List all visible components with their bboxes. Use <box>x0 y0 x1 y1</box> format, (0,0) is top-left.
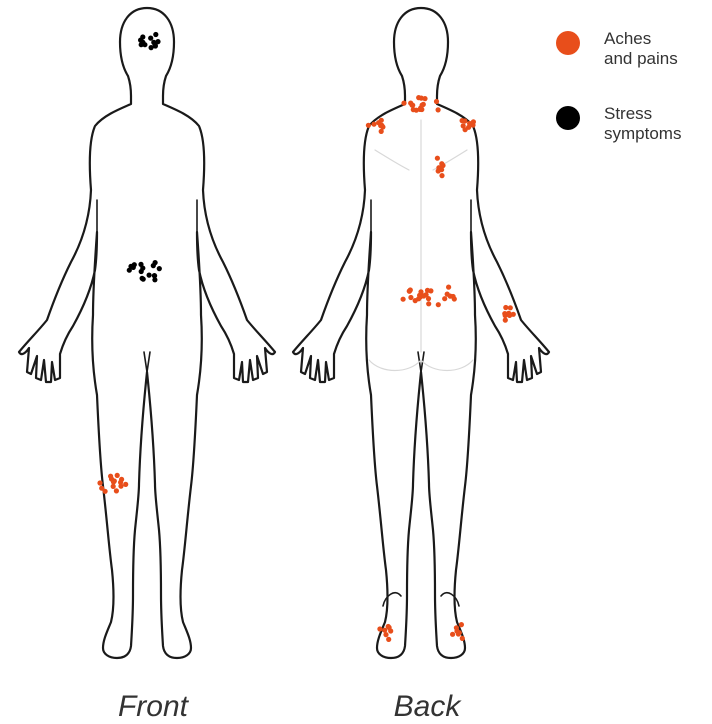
aches-symptom-dot <box>387 625 392 630</box>
aches-symptom-dot <box>115 473 120 478</box>
aches-symptom-dot <box>454 625 459 630</box>
aches-symptom-dot <box>446 285 451 290</box>
aches-symptom-dot <box>413 298 418 303</box>
aches-symptom-dot <box>459 622 464 627</box>
aches-symptom-dot <box>114 488 119 493</box>
aches-symptom-dot <box>410 103 415 108</box>
aches-symptom-dot <box>421 293 426 298</box>
stress-legend-dot <box>556 106 580 130</box>
stress-label-line1: Stress <box>604 104 652 123</box>
aches-symptom-dot <box>108 474 113 479</box>
aches-symptom-dot <box>426 301 431 306</box>
aches-symptom-dot <box>382 628 387 633</box>
front-body-outline <box>19 8 275 658</box>
aches-symptom-dot <box>366 123 371 128</box>
back-body-figure <box>293 8 549 658</box>
back-view-label: Back <box>347 690 507 724</box>
stress-symptom-dot <box>155 39 160 44</box>
aches-symptom-dot <box>471 119 476 124</box>
aches-symptom-dot <box>503 305 508 310</box>
aches-symptom-dot <box>408 295 413 300</box>
aches-symptom-dot <box>401 297 406 302</box>
aches-symptom-dot <box>435 156 440 161</box>
aches-symptom-dot <box>436 165 441 170</box>
stress-symptom-dot <box>153 32 158 37</box>
aches-symptom-dot <box>383 632 388 637</box>
aches-symptom-dot <box>442 296 447 301</box>
stress-symptom-dot <box>152 273 157 278</box>
aches-symptom-dot <box>439 173 444 178</box>
stress-label-line2: symptoms <box>604 124 681 143</box>
aches-symptom-dot <box>99 486 104 491</box>
aches-symptom-dot <box>452 296 457 301</box>
aches-symptom-dot <box>508 305 513 310</box>
aches-symptom-dot <box>457 630 462 635</box>
aches-symptom-dot <box>511 312 516 317</box>
aches-symptom-dot <box>97 480 102 485</box>
stress-symptom-dot <box>147 273 152 278</box>
stress-symptom-dot <box>127 268 132 273</box>
aches-symptom-dot <box>428 288 433 293</box>
aches-symptom-dot <box>119 477 124 482</box>
aches-symptom-dot <box>436 302 441 307</box>
stress-legend-label: Stress symptoms <box>604 104 712 144</box>
aches-symptom-dot <box>434 99 439 104</box>
aches-symptom-dot <box>503 318 508 323</box>
aches-legend-dot <box>556 31 580 55</box>
stress-symptom-dot <box>132 262 137 267</box>
front-body-figure <box>19 8 275 658</box>
aches-symptom-dot <box>450 632 455 637</box>
aches-symptom-dot <box>371 122 376 127</box>
aches-label-line2: and pains <box>604 49 678 68</box>
aches-symptom-dot <box>379 129 384 134</box>
legend-item-stress: Stress symptoms <box>556 104 712 144</box>
stress-symptom-dot <box>139 269 144 274</box>
aches-symptom-dot <box>407 289 412 294</box>
stress-symptom-dot <box>140 276 145 281</box>
aches-symptom-dot <box>386 637 391 642</box>
legend-item-aches: Aches and pains <box>556 29 712 69</box>
aches-label-line1: Aches <box>604 29 651 48</box>
stress-symptom-dot <box>157 266 162 271</box>
aches-symptom-dot <box>503 313 508 318</box>
aches-legend-label: Aches and pains <box>604 29 712 69</box>
aches-symptom-dot <box>422 96 427 101</box>
aches-symptom-dot <box>460 636 465 641</box>
stress-symptom-dot <box>148 36 153 41</box>
aches-symptom-dot <box>436 107 441 112</box>
aches-symptom-dot <box>118 484 123 489</box>
front-view-label: Front <box>73 690 233 724</box>
stress-symptom-dot <box>153 260 158 265</box>
aches-symptom-dot <box>419 107 424 112</box>
stress-symptom-dot <box>142 42 147 47</box>
aches-symptom-dot <box>411 107 416 112</box>
aches-symptom-dot <box>111 479 116 484</box>
aches-symptom-dot <box>462 118 467 123</box>
stress-symptom-dot <box>149 45 154 50</box>
aches-symptom-dot <box>401 101 406 106</box>
aches-symptom-dot <box>463 127 468 132</box>
aches-symptom-dot <box>377 626 382 631</box>
stress-symptom-dot <box>138 38 143 43</box>
aches-symptom-dot <box>123 482 128 487</box>
